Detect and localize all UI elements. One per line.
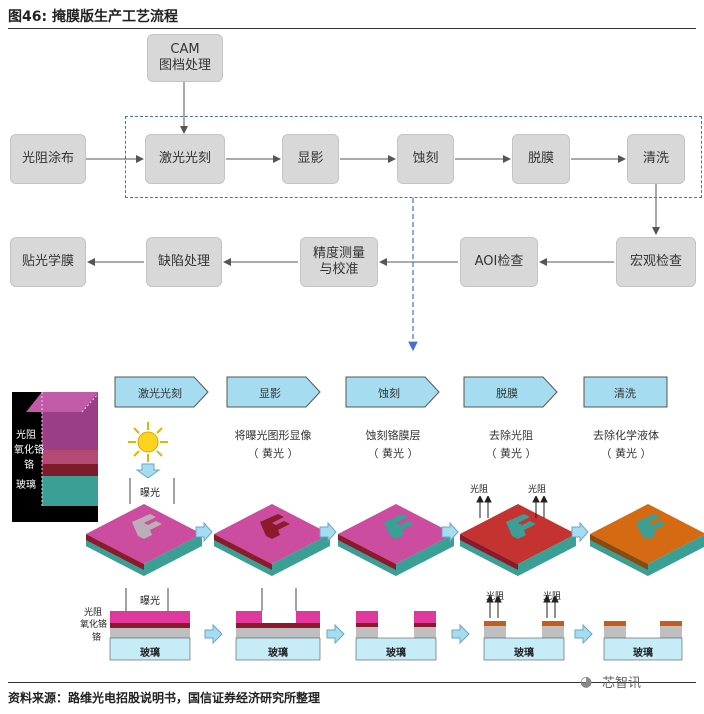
laser-box: 激光光刻 xyxy=(145,134,225,184)
plate-3d-clean xyxy=(590,504,704,576)
exposure-beam-lines xyxy=(129,478,175,504)
sun-light-source-icon xyxy=(128,422,168,478)
xsec-label-chrome: 铬 xyxy=(92,633,102,643)
footer-divider xyxy=(8,682,696,683)
measure-calibrate-box: 精度测量 与校准 xyxy=(300,237,378,287)
xsec-label-chrome-oxide: 氧化铬 xyxy=(80,620,108,630)
plate-3d-strip xyxy=(460,504,576,576)
title-divider xyxy=(8,28,696,29)
legend-chrome: 铬 xyxy=(24,460,34,471)
xsec-strip xyxy=(483,594,565,661)
xsec-photoresist-right: 光阻 xyxy=(543,592,562,602)
layer-stack-illustration xyxy=(26,392,99,506)
step-chevron-strip xyxy=(463,376,558,408)
step-light-strip: （ 黄光 ） xyxy=(485,447,537,460)
step-light-etch: （ 黄光 ） xyxy=(367,447,419,460)
xsec-glass-4: 玻璃 xyxy=(514,648,534,659)
step-desc-strip: 去除光阻 xyxy=(489,429,533,442)
detail-scope-frame xyxy=(125,116,702,198)
step-chevron-clean xyxy=(583,376,668,408)
step-desc-etch: 蚀刻铬膜层 xyxy=(365,429,421,442)
cam-box: CAM 图档处理 xyxy=(147,34,223,82)
exposure-label-top: 曝光 xyxy=(140,488,160,499)
xsec-arrow-3 xyxy=(451,623,470,645)
strip-box: 脱膜 xyxy=(512,134,570,184)
xsec-clean xyxy=(603,621,683,661)
xsec-glass-1: 玻璃 xyxy=(140,648,160,659)
arrow-plate-1 xyxy=(195,522,213,542)
plate-3d-etch xyxy=(338,504,454,576)
etch-box: 蚀刻 xyxy=(397,134,454,184)
step-label-laser: 激光光刻 xyxy=(138,387,182,400)
xsec-photoresist-left: 光阻 xyxy=(486,592,505,602)
arrow-plate-3 xyxy=(441,522,459,542)
strip-arrows-3d xyxy=(476,496,548,518)
aoi-inspection-box: AOI检查 xyxy=(460,237,538,287)
xsec-glass-5: 玻璃 xyxy=(633,648,653,659)
xsec-develop xyxy=(235,588,321,661)
photoresist-label-3d-right: 光阻 xyxy=(528,485,547,495)
wechat-logo-icon: ◕ xyxy=(580,674,593,690)
xsec-arrow-1 xyxy=(204,623,223,645)
defect-handling-box: 缺陷处理 xyxy=(146,237,222,287)
step-chevron-develop xyxy=(226,376,321,408)
step-label-clean: 清洗 xyxy=(614,387,636,400)
legend-photoresist: 光阻 xyxy=(16,430,36,441)
develop-box: 显影 xyxy=(282,134,339,184)
pellicle-box: 贴光学膜 xyxy=(10,237,86,287)
plate-3d-laser xyxy=(86,504,202,576)
step-desc-clean: 去除化学液体 xyxy=(593,429,659,442)
xsec-label-photoresist: 光阻 xyxy=(84,608,103,618)
step-desc-develop: 将曝光图形显像 xyxy=(234,429,312,442)
step-chevron-etch xyxy=(345,376,440,408)
xsec-arrow-2 xyxy=(326,623,345,645)
step-light-clean: （ 黄光 ） xyxy=(600,447,652,460)
coat-box: 光阻涂布 xyxy=(10,134,86,184)
arrow-plate-2 xyxy=(319,522,337,542)
legend-chrome-oxide: 氧化铬 xyxy=(14,445,44,456)
layer-legend-panel xyxy=(12,392,99,522)
macro-inspection-box: 宏观检查 xyxy=(616,237,696,287)
xsec-etch xyxy=(355,611,437,661)
step-chevron-laser xyxy=(114,376,209,408)
photoresist-label-3d-left: 光阻 xyxy=(470,485,489,495)
exposure-label-xsec: 曝光 xyxy=(140,596,160,607)
plate-3d-develop xyxy=(214,504,330,576)
legend-glass: 玻璃 xyxy=(16,480,36,491)
watermark-text: 芯智讯 xyxy=(602,676,642,691)
step-label-strip: 脱膜 xyxy=(496,387,518,400)
clean-box: 清洗 xyxy=(627,134,685,184)
arrow-plate-4 xyxy=(571,522,589,542)
xsec-arrow-4 xyxy=(574,623,593,645)
step-label-develop: 显影 xyxy=(259,387,281,400)
figure-title: 图46: 掩膜版生产工艺流程 xyxy=(8,9,178,25)
step-light-develop: （ 黄光 ） xyxy=(247,447,299,460)
step-label-etch: 蚀刻 xyxy=(378,387,400,400)
xsec-laser xyxy=(109,588,191,661)
xsec-glass-3: 玻璃 xyxy=(386,648,406,659)
source-note: 资料来源：路维光电招股说明书，国信证券经济研究所整理 xyxy=(8,691,321,705)
xsec-glass-2: 玻璃 xyxy=(268,648,288,659)
